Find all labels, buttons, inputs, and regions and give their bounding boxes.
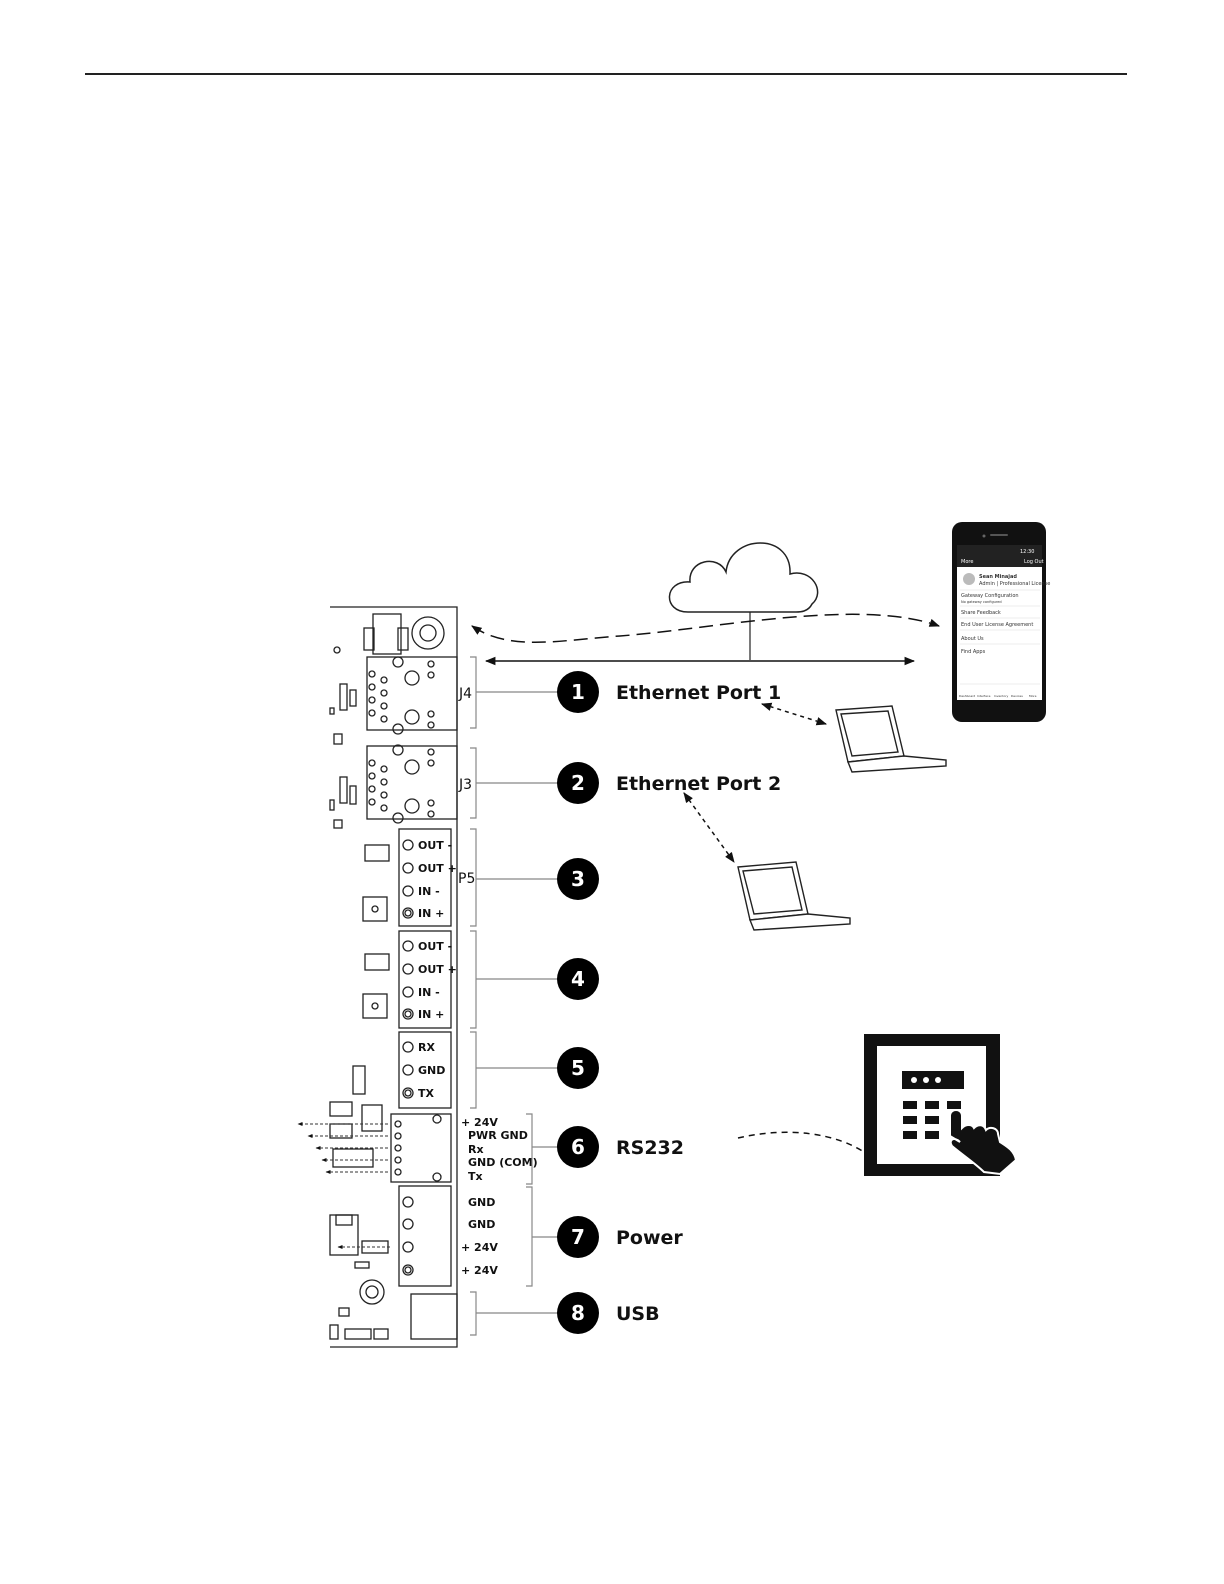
pin-label: + 24V [461, 1241, 498, 1254]
phone-nav-item[interactable]: Devices [1011, 694, 1023, 698]
pin-label: PWR GND [468, 1129, 528, 1142]
laptop-icon [737, 861, 851, 931]
phone-menu-item[interactable]: Find Apps [961, 649, 986, 655]
port-badge-5: 5 [557, 1047, 599, 1089]
pin-label: GND [468, 1196, 495, 1209]
pin-label: Tx [468, 1170, 483, 1183]
phone-user-name: Sean Minajad [979, 574, 1017, 580]
pin-label: IN + [418, 1008, 444, 1021]
badge-number: 5 [571, 1056, 585, 1080]
cloud-link-arrow [471, 613, 940, 643]
pin-label: + 24V [461, 1264, 498, 1277]
port-label-ethernet-2: Ethernet Port 2 [616, 773, 781, 795]
pin-label: GND (COM) [468, 1156, 538, 1169]
phone-menu-item[interactable]: Gateway Configuration [961, 593, 1019, 599]
pin-label: OUT + [418, 963, 457, 976]
phone-nav-item[interactable]: More [1029, 694, 1037, 698]
laptop-icon [835, 705, 947, 773]
pin-labels-block5: RX GND TX [418, 1041, 445, 1100]
callout-brackets [470, 656, 558, 1336]
phone-user-role: Admin | Professional License [979, 581, 1050, 587]
pin-label: IN - [418, 885, 440, 898]
port-badge-7: 7 [557, 1216, 599, 1258]
pin-label: RX [418, 1041, 435, 1054]
pin-label: OUT - [418, 940, 452, 953]
smartphone-icon [952, 522, 1046, 722]
pin-label: Rx [468, 1143, 484, 1156]
pin-label: + 24V [461, 1116, 498, 1129]
badge-number: 8 [571, 1301, 585, 1325]
laptop-1-arrow [760, 702, 828, 726]
badge-number: 1 [571, 680, 585, 704]
phone-nav-item[interactable]: Dashboard [959, 694, 975, 698]
pin-labels-block4: OUT - OUT + IN - IN + [418, 940, 457, 1021]
controller-board [329, 606, 458, 1348]
pin-label: TX [418, 1087, 435, 1100]
pin-label: GND [418, 1064, 445, 1077]
phone-menu-item[interactable]: About Us [961, 636, 984, 642]
phone-time: 12:30 [1020, 549, 1034, 555]
port-badge-4: 4 [557, 958, 599, 1000]
pin-labels-block6: + 24V PWR GND Rx GND (COM) Tx [461, 1116, 538, 1183]
pin-label: IN - [418, 986, 440, 999]
pin-label: GND [468, 1218, 495, 1231]
badge-number: 4 [571, 967, 585, 991]
port-label-power: Power [616, 1227, 683, 1249]
badge-number: 3 [571, 867, 585, 891]
port-badge-3: 3 [557, 858, 599, 900]
phone-menu-sub: No gateway configured [961, 600, 1002, 604]
connector-label-j3: J3 [458, 777, 472, 793]
pin-label: IN + [418, 907, 444, 920]
phone-nav-item[interactable]: Interface [977, 694, 991, 698]
phone-logout[interactable]: Log Out [1024, 559, 1044, 565]
phone-title: More [961, 559, 973, 565]
port-label-rs232: RS232 [616, 1137, 684, 1159]
phone-nav-item[interactable]: Inventory [994, 694, 1009, 698]
port-badge-8: 8 [557, 1292, 599, 1334]
laptop-2-arrow [683, 792, 735, 863]
badge-number: 2 [571, 771, 585, 795]
phone-menu-item[interactable]: Share Feedback [961, 610, 1001, 616]
pin-label: OUT + [418, 862, 457, 875]
keypad-touch-icon [864, 1034, 1018, 1176]
port-badge-2: 2 [557, 762, 599, 804]
port-badge-1: 1 [557, 671, 599, 713]
badge-number: 7 [571, 1225, 585, 1249]
pin-label: OUT - [418, 839, 452, 852]
header-rule [85, 73, 1127, 75]
connector-label-j4: J4 [458, 686, 472, 702]
connector-label-p5: P5 [458, 871, 475, 887]
phone-bottom-nav: Dashboard Interface Inventory Devices Mo… [959, 694, 1037, 698]
pin-labels-block7: GND GND + 24V + 24V [461, 1196, 498, 1277]
badge-number: 6 [571, 1135, 585, 1159]
keypad-link-line [737, 1131, 865, 1153]
board-trace-arrows [297, 1122, 390, 1249]
phone-menu-item[interactable]: End User License Agreement [961, 622, 1033, 628]
pin-labels-block3: OUT - OUT + IN - IN + [418, 839, 457, 920]
port-badge-6: 6 [557, 1126, 599, 1168]
port-label-usb: USB [616, 1303, 660, 1325]
port-label-ethernet-1: Ethernet Port 1 [616, 682, 781, 704]
cloud-icon [668, 542, 819, 613]
